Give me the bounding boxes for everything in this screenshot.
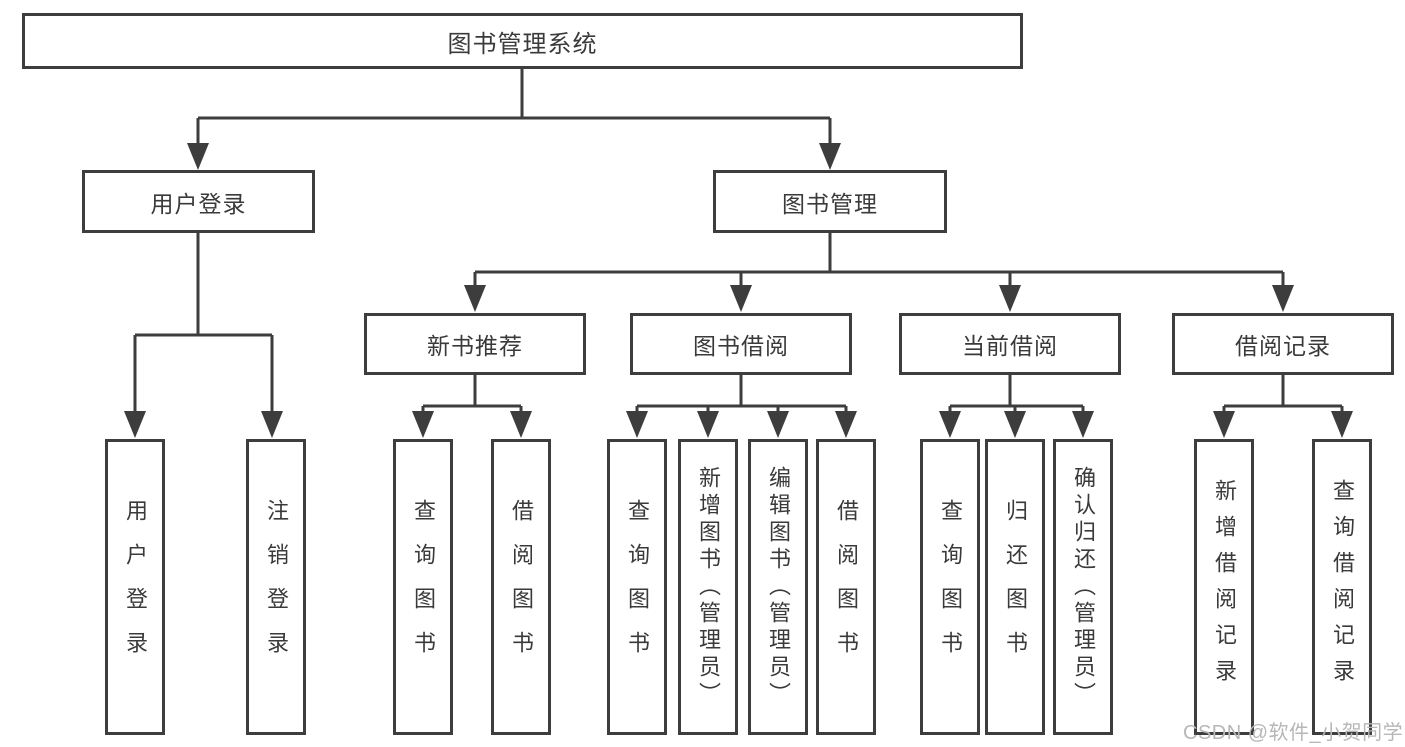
node-label: 图书管理 [782, 190, 878, 217]
node-label: 借阅记录 [1235, 333, 1331, 359]
leaf-return-books: 归还图书 [985, 439, 1045, 735]
leaf-confirm-return-admin: 确认归还（管理员） [1053, 439, 1113, 735]
leaf-label: 注销登录 [264, 499, 289, 675]
node-book-management: 图书管理 [713, 170, 947, 233]
node-user-login: 用户登录 [82, 170, 315, 233]
leaf-borrow-books: 借阅图书 [816, 439, 876, 735]
csdn-watermark: CSDN @软件_小贺同学 [1183, 722, 1404, 744]
leaf-query-books-recommend: 查询图书 [393, 439, 453, 735]
node-book-borrowing: 图书借阅 [630, 313, 852, 375]
leaf-user-login: 用户登录 [105, 439, 165, 735]
leaf-label: 借阅图书 [509, 499, 534, 675]
node-current-borrowing: 当前借阅 [899, 313, 1121, 375]
leaf-label: 借阅图书 [834, 499, 859, 675]
node-label: 用户登录 [150, 190, 247, 217]
node-library-management-system: 图书管理系统 [22, 13, 1023, 69]
leaf-label: 用户登录 [123, 499, 148, 675]
leaf-label: 查询图书 [625, 499, 650, 675]
leaf-label: 查询图书 [411, 499, 436, 675]
leaf-label: 查询图书 [938, 499, 963, 675]
leaf-query-books-current: 查询图书 [920, 439, 980, 735]
leaf-label: 编辑图书（管理员） [766, 465, 791, 709]
node-label: 当前借阅 [962, 333, 1058, 359]
leaf-label: 新增借阅记录 [1212, 479, 1237, 695]
leaf-label: 归还图书 [1003, 499, 1028, 675]
node-label: 图书管理系统 [447, 30, 598, 58]
leaf-add-books-admin: 新增图书（管理员） [678, 439, 738, 735]
leaf-label: 新增图书（管理员） [696, 465, 721, 709]
leaf-label: 确认归还（管理员） [1071, 465, 1096, 709]
leaf-label: 查询借阅记录 [1330, 479, 1355, 695]
node-borrowing-records: 借阅记录 [1172, 313, 1394, 375]
node-new-book-recommend: 新书推荐 [364, 313, 586, 375]
node-label: 图书借阅 [693, 333, 789, 359]
leaf-borrow-books-recommend: 借阅图书 [491, 439, 551, 735]
leaf-add-borrow-record: 新增借阅记录 [1194, 439, 1254, 735]
leaf-edit-books-admin: 编辑图书（管理员） [748, 439, 808, 735]
leaf-logout: 注销登录 [246, 439, 306, 735]
leaf-query-borrow-record: 查询借阅记录 [1312, 439, 1372, 735]
node-label: 新书推荐 [427, 333, 523, 359]
arrowheads [124, 143, 1353, 438]
leaf-query-books-borrow: 查询图书 [607, 439, 667, 735]
